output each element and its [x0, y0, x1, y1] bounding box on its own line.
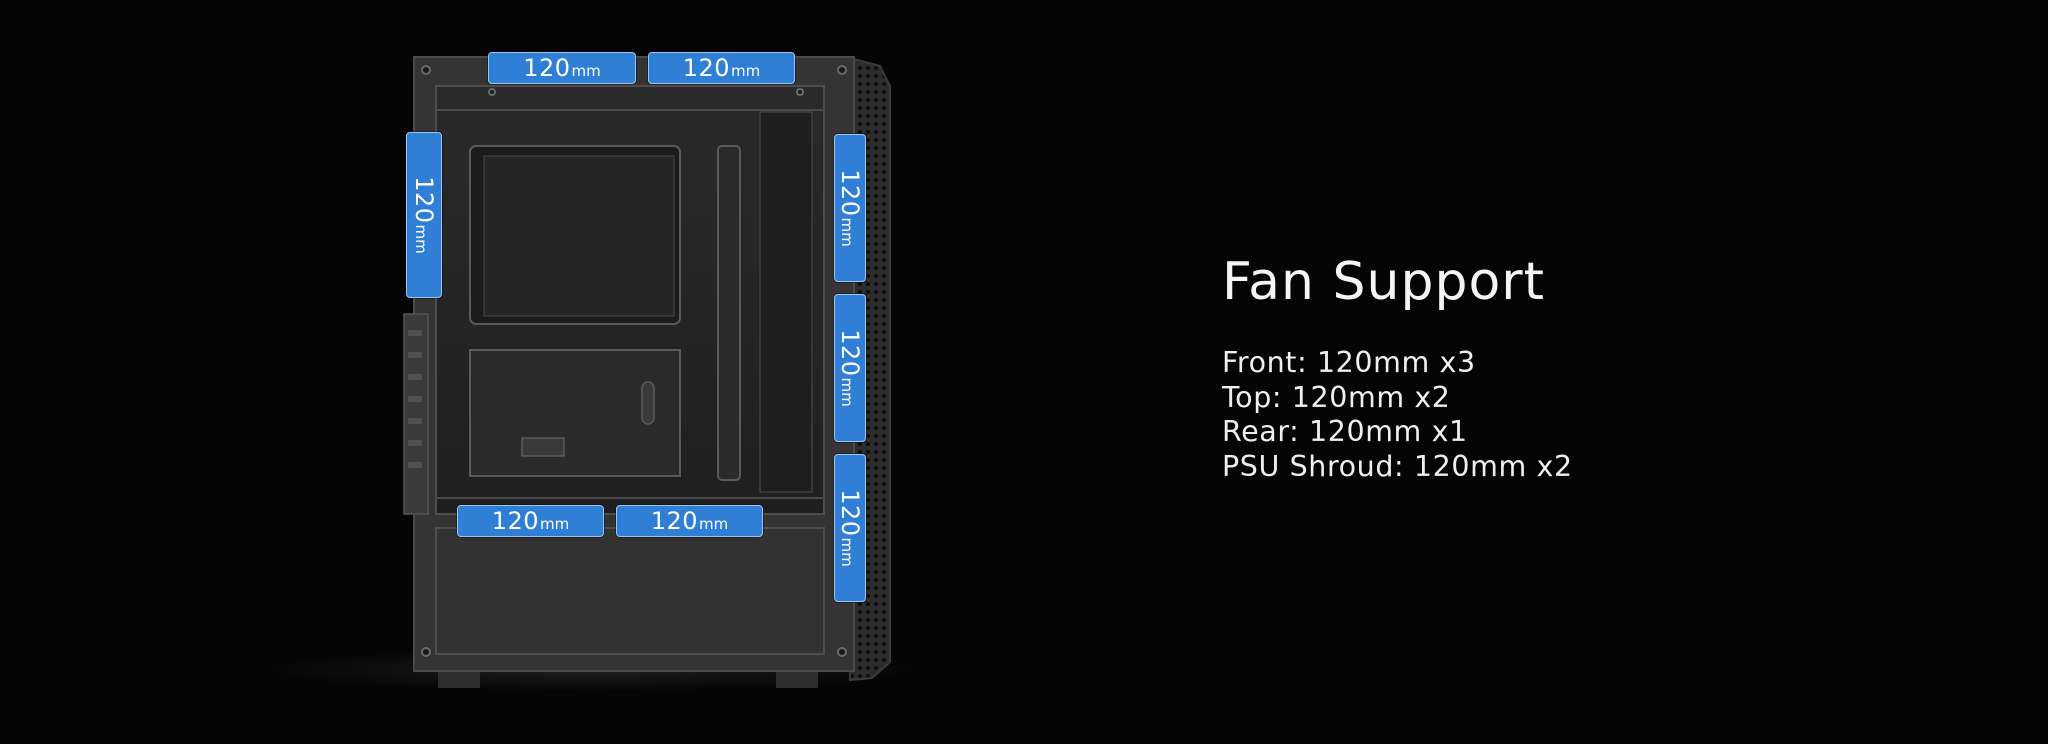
case-foot-right: [776, 668, 818, 688]
fan-badge-rear: 120mm: [406, 132, 442, 298]
fan-support-heading: Fan Support: [1222, 252, 1546, 312]
fan-support-info: Fan Support Front: 120mm x3 Top: 120mm x…: [1222, 252, 1573, 484]
case-foot-left: [438, 668, 480, 688]
psu-shroud: [435, 527, 825, 655]
fan-badge-shroud-2: 120mm: [616, 505, 763, 537]
spec-rear: Rear: 120mm x1: [1222, 415, 1468, 448]
cable-channel: [717, 145, 741, 481]
fan-badge-front-2: 120mm: [834, 294, 866, 442]
spec-psu-shroud: PSU Shroud: 120mm x2: [1222, 449, 1573, 483]
spec-front: Front: 120mm x3: [1222, 346, 1476, 379]
fan-badge-top-1: 120mm: [488, 52, 636, 84]
fan-badge-top-2: 120mm: [648, 52, 795, 84]
fan-badge-shroud-1: 120mm: [457, 505, 604, 537]
fan-badge-front-1: 120mm: [834, 134, 866, 282]
spec-top: Top: 120mm x2: [1222, 380, 1451, 414]
rear-io-bracket: [403, 313, 429, 515]
fan-badge-front-3: 120mm: [834, 454, 866, 602]
